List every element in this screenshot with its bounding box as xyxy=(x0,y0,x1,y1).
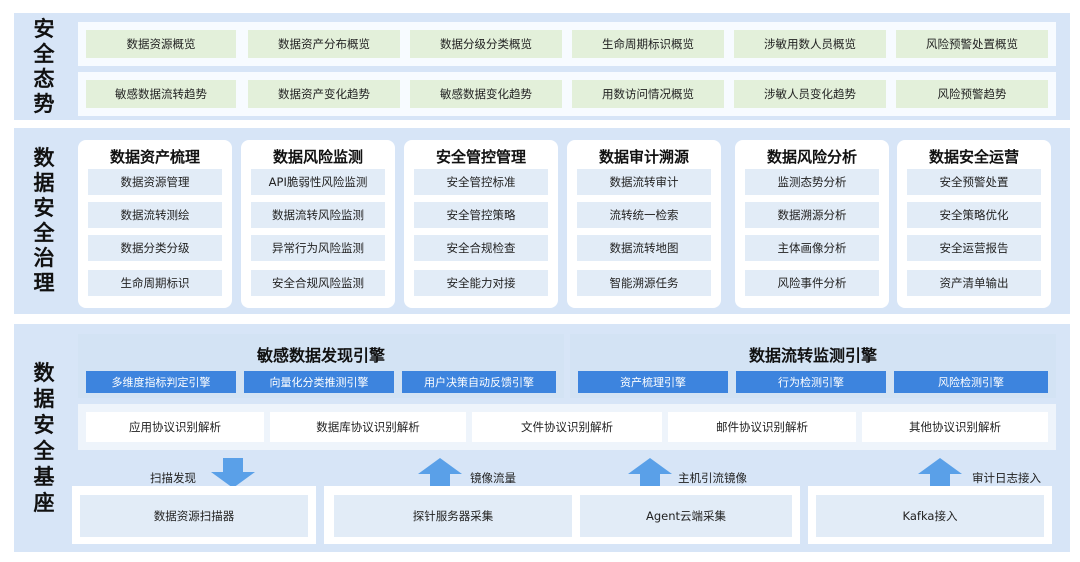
engine-component[interactable]: 多维度指标判定引擎 xyxy=(86,371,236,393)
up-arrow-icon xyxy=(628,458,672,488)
flow-label: 主机引流镜像 xyxy=(678,471,747,485)
governance-item[interactable]: 安全合规检查 xyxy=(414,235,548,261)
foundation-label: 数 据 安 全 基 座 xyxy=(33,361,55,515)
posture-tile[interactable]: 涉敏用数人员概览 xyxy=(734,30,886,58)
posture-tile[interactable]: 生命周期标识概览 xyxy=(572,30,724,58)
governance-item[interactable]: 安全运营报告 xyxy=(907,235,1041,261)
governance-item[interactable]: 数据分类分级 xyxy=(88,235,222,261)
posture-tile[interactable]: 敏感数据流转趋势 xyxy=(86,80,236,108)
engine-component[interactable]: 向量化分类推测引擎 xyxy=(244,371,394,393)
posture-tile[interactable]: 数据资源概览 xyxy=(86,30,236,58)
card-title: 数据风险分析 xyxy=(766,148,857,166)
engine-component[interactable]: 行为检测引擎 xyxy=(736,371,886,393)
governance-item[interactable]: 安全管控标准 xyxy=(414,169,548,195)
governance-item[interactable]: 数据流转风险监测 xyxy=(251,202,385,228)
flow-label: 扫描发现 xyxy=(150,471,196,485)
governance-item[interactable]: 流转统一检索 xyxy=(577,202,711,228)
governance-card-audit-tracing: 数据审计溯源 数据流转审计 流转统一检索 数据流转地图 智能溯源任务 xyxy=(567,140,721,308)
governance-item[interactable]: 安全能力对接 xyxy=(414,270,548,296)
sensitive-data-discovery-engine: 敏感数据发现引擎 多维度指标判定引擎 向量化分类推测引擎 用户决策自动反馈引擎 xyxy=(78,334,564,398)
security-posture-label: 安 全 态 势 xyxy=(33,16,55,116)
protocol-item[interactable]: 其他协议识别解析 xyxy=(862,412,1048,442)
governance-card-control-management: 安全管控管理 安全管控标准 安全管控策略 安全合规检查 安全能力对接 xyxy=(404,140,558,308)
protocol-item[interactable]: 应用协议识别解析 xyxy=(86,412,264,442)
protocol-item[interactable]: 邮件协议识别解析 xyxy=(668,412,856,442)
posture-tile[interactable]: 数据分级分类概览 xyxy=(410,30,562,58)
protocol-item[interactable]: 文件协议识别解析 xyxy=(472,412,662,442)
governance-item[interactable]: 异常行为风险监测 xyxy=(251,235,385,261)
posture-tile[interactable]: 用数访问情况概览 xyxy=(572,80,724,108)
data-source[interactable]: 数据资源扫描器 xyxy=(80,495,308,537)
governance-item[interactable]: API脆弱性风险监测 xyxy=(251,169,385,195)
engine-component[interactable]: 资产梳理引擎 xyxy=(578,371,728,393)
flow-label: 审计日志接入 xyxy=(972,471,1041,485)
governance-item[interactable]: 安全策略优化 xyxy=(907,202,1041,228)
governance-item[interactable]: 安全预警处置 xyxy=(907,169,1041,195)
data-flow-monitoring-engine: 数据流转监测引擎 资产梳理引擎 行为检测引擎 风险检测引擎 xyxy=(570,334,1056,398)
posture-tile[interactable]: 风险预警趋势 xyxy=(896,80,1048,108)
posture-overview-row: 数据资源概览 数据资产分布概览 数据分级分类概览 生命周期标识概览 涉敏用数人员… xyxy=(78,22,1056,66)
governance-item[interactable]: 数据溯源分析 xyxy=(745,202,879,228)
governance-label: 数 据 安 全 治 理 xyxy=(33,146,55,295)
governance-item[interactable]: 智能溯源任务 xyxy=(577,270,711,296)
engine-component[interactable]: 用户决策自动反馈引擎 xyxy=(402,371,556,393)
card-title: 数据资产梳理 xyxy=(109,148,200,166)
posture-tile[interactable]: 涉敏人员变化趋势 xyxy=(734,80,886,108)
data-source[interactable]: Kafka接入 xyxy=(816,495,1044,537)
governance-card-asset-sorting: 数据资产梳理 数据资源管理 数据流转测绘 数据分类分级 生命周期标识 xyxy=(78,140,232,308)
posture-tile[interactable]: 风险预警处置概览 xyxy=(896,30,1048,58)
governance-card-risk-analysis: 数据风险分析 监测态势分析 数据溯源分析 主体画像分析 风险事件分析 xyxy=(735,140,889,308)
posture-tile[interactable]: 数据资产变化趋势 xyxy=(248,80,400,108)
up-arrow-icon xyxy=(418,458,462,488)
engine-title: 数据流转监测引擎 xyxy=(748,346,877,365)
governance-item[interactable]: 监测态势分析 xyxy=(745,169,879,195)
governance-item[interactable]: 主体画像分析 xyxy=(745,235,879,261)
data-source[interactable]: Agent云端采集 xyxy=(580,495,792,537)
posture-tile[interactable]: 数据资产分布概览 xyxy=(248,30,400,58)
governance-item[interactable]: 数据流转测绘 xyxy=(88,202,222,228)
flow-label: 镜像流量 xyxy=(470,471,516,485)
engine-title: 敏感数据发现引擎 xyxy=(256,346,385,365)
governance-item[interactable]: 风险事件分析 xyxy=(745,270,879,296)
engine-component[interactable]: 风险检测引擎 xyxy=(894,371,1048,393)
governance-item[interactable]: 数据流转地图 xyxy=(577,235,711,261)
card-title: 数据风险监测 xyxy=(272,148,363,166)
governance-item[interactable]: 安全管控策略 xyxy=(414,202,548,228)
governance-item[interactable]: 数据资源管理 xyxy=(88,169,222,195)
card-title: 数据审计溯源 xyxy=(598,148,689,166)
card-title: 安全管控管理 xyxy=(435,148,526,166)
governance-card-risk-monitoring: 数据风险监测 API脆弱性风险监测 数据流转风险监测 异常行为风险监测 安全合规… xyxy=(241,140,395,308)
governance-item[interactable]: 数据流转审计 xyxy=(577,169,711,195)
governance-item[interactable]: 资产清单输出 xyxy=(907,270,1041,296)
data-source[interactable]: 探针服务器采集 xyxy=(334,495,572,537)
posture-trend-row: 敏感数据流转趋势 数据资产变化趋势 敏感数据变化趋势 用数访问情况概览 涉敏人员… xyxy=(78,72,1056,116)
card-title: 数据安全运营 xyxy=(928,148,1019,166)
protocol-item[interactable]: 数据库协议识别解析 xyxy=(270,412,466,442)
governance-card-security-operations: 数据安全运营 安全预警处置 安全策略优化 安全运营报告 资产清单输出 xyxy=(897,140,1051,308)
posture-tile[interactable]: 敏感数据变化趋势 xyxy=(410,80,562,108)
down-arrow-icon xyxy=(211,458,255,488)
governance-item[interactable]: 安全合规风险监测 xyxy=(251,270,385,296)
governance-item[interactable]: 生命周期标识 xyxy=(88,270,222,296)
up-arrow-icon xyxy=(918,458,962,488)
